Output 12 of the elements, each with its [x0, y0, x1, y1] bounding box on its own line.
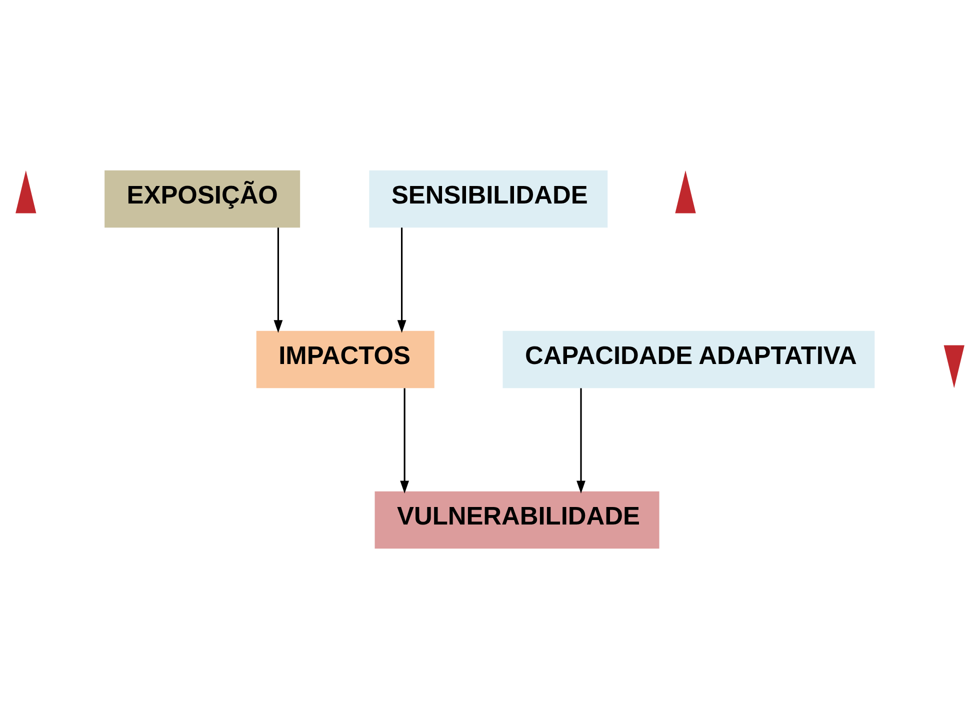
arrow: [576, 388, 585, 493]
arrow: [396, 227, 406, 332]
node-box: EXPOSIÇÃO: [104, 170, 300, 228]
arrow: [273, 227, 282, 332]
node-box: VULNERABILIDADE: [374, 490, 659, 548]
node-arrow: [674, 170, 696, 213]
node-box: CAPACIDADE ADAPTATIVA: [502, 330, 874, 388]
arrow: [400, 388, 409, 493]
node-box: SENSIBILIDADE: [368, 170, 608, 228]
node-box: IMPACTOS: [256, 330, 434, 388]
node-arrow: [15, 170, 36, 213]
node-arrow: [943, 344, 964, 388]
